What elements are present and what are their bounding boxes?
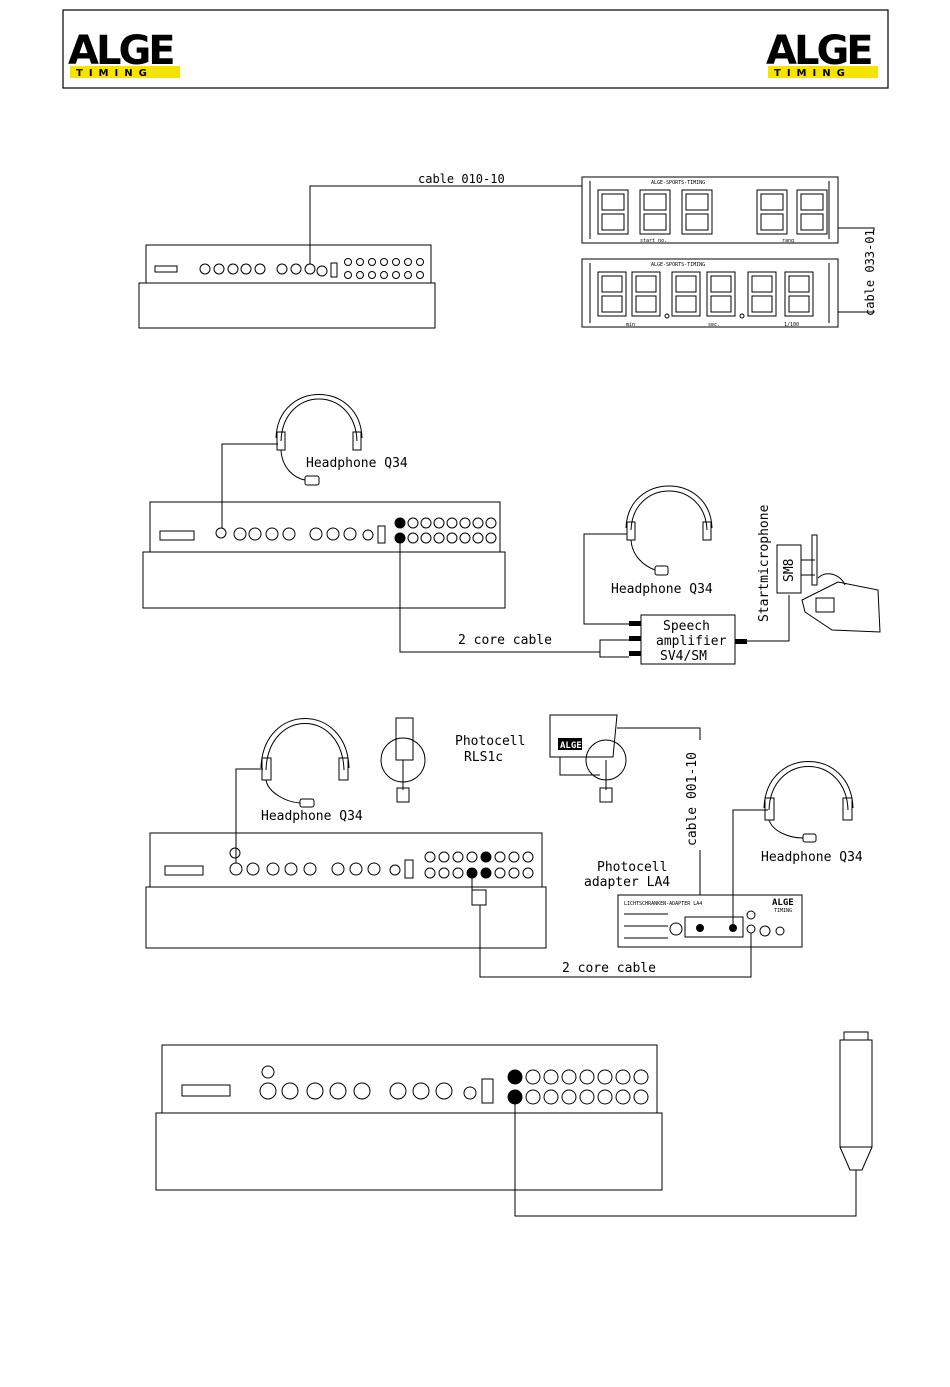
- headphone-q34-main-3: [260, 718, 350, 808]
- headphone-q34-adapter: [763, 761, 854, 843]
- mic-model-label: SM8: [782, 559, 797, 582]
- logo-left-band: [70, 66, 180, 78]
- board-top-digit: [597, 189, 629, 235]
- headphone-main-2-label: Headphone Q34: [306, 456, 408, 471]
- board-bottom-digit: [631, 271, 661, 317]
- board-bottom-digit: [706, 271, 736, 317]
- logo-left: ALGE TIMING: [68, 28, 180, 79]
- photocell-line2: RLS1c: [464, 750, 503, 765]
- cable-2core-2-label: 2 core cable: [458, 633, 552, 648]
- board-top-brand: ALGE-SPORTS-TIMING: [651, 180, 705, 186]
- start-button-cable: [514, 1102, 857, 1217]
- cable-010-10-line: [309, 185, 582, 264]
- timer-device-1: [138, 244, 436, 329]
- logo-right-band: [768, 66, 878, 78]
- board-top-label-left: start no.: [640, 238, 667, 244]
- logo-left-sub: TIMING: [76, 68, 153, 79]
- photocell-rls1c-icon: [380, 717, 426, 803]
- amp-2core-cable-b: [599, 652, 629, 658]
- cable-033-01-label: cable 033-01: [863, 229, 877, 316]
- cable-2core-3-label: 2 core cable: [562, 961, 656, 976]
- headphone-q34-amp: [625, 485, 713, 576]
- board-bottom-separator-dot: [664, 313, 670, 319]
- board-top-label-right: rang: [782, 238, 794, 244]
- headphone-main-3-cord: [235, 768, 263, 863]
- photocell-brand: ALGE: [560, 741, 582, 751]
- adapter-line2: adapter LA4: [584, 875, 670, 890]
- adapter-headphone-cord: [732, 809, 768, 924]
- headphone-main-3-label: Headphone Q34: [261, 809, 363, 824]
- display-board-bottom: ALGE-SPORTS-TIMING min sec. 1/100: [581, 258, 839, 328]
- board-top-digit: [796, 189, 828, 235]
- amp-headphone-cord: [583, 533, 629, 625]
- photocell-adapter-la4: LICHTSCHRANKEN-ADAPTER LA4 ALGE TIMING: [617, 894, 803, 948]
- start-microphone: [776, 534, 881, 633]
- logo-right-sub: TIMING: [774, 68, 851, 79]
- mic-cord: [747, 595, 790, 642]
- board-bottom-label-hund: 1/100: [784, 322, 799, 328]
- board-bottom-label-sec: sec.: [708, 322, 720, 328]
- board-bottom-digit: [597, 271, 627, 317]
- adapter-panel-brand: ALGE: [772, 898, 794, 908]
- adapter-panel-brand-sub: TIMING: [774, 908, 792, 914]
- display-board-top: ALGE-SPORTS-TIMING start no. rang: [581, 176, 839, 244]
- amp-line2: amplifier: [656, 634, 727, 649]
- start-button-handle: [839, 1031, 873, 1190]
- board-top-digit: [681, 189, 713, 235]
- board-bottom-digit: [784, 271, 814, 317]
- board-bottom-digit: [747, 271, 777, 317]
- board-top-digit: [639, 189, 671, 235]
- photocell-line1: Photocell: [455, 734, 525, 749]
- board-bottom-separator-dot: [739, 313, 745, 319]
- headphone-amp-label: Headphone Q34: [611, 582, 713, 597]
- headphone-adapter-label: Headphone Q34: [761, 850, 863, 865]
- board-top-digit: [756, 189, 788, 235]
- cable-010-10-label: cable 010-10: [418, 172, 505, 186]
- timer-device-2: [142, 501, 506, 609]
- board-bottom-label-min: min: [626, 322, 635, 328]
- speech-amplifier-box: [629, 614, 747, 665]
- cable-001-10-label: cable 001-10: [685, 752, 700, 846]
- timer-device-3: [145, 832, 547, 949]
- headphone-main-2-cord: [221, 443, 278, 528]
- start-microphone-label: Startmicrophone: [757, 504, 772, 622]
- adapter-line1: Photocell: [597, 860, 667, 875]
- amp-line1: Speech: [663, 619, 710, 634]
- logo-right: ALGE TIMING: [766, 28, 878, 79]
- board-bottom-brand: ALGE-SPORTS-TIMING: [651, 262, 705, 268]
- headphone-q34-main-2: [275, 394, 363, 486]
- amp-line3: SV4/SM: [660, 649, 707, 664]
- adapter-panel-title: LICHTSCHRANKEN-ADAPTER LA4: [624, 901, 702, 907]
- cable-001-10-line: [617, 727, 701, 921]
- board-bottom-digit: [671, 271, 701, 317]
- photocell-unit: ALGE: [549, 714, 627, 803]
- header-frame: [62, 9, 889, 89]
- timer-device-4: [155, 1044, 663, 1191]
